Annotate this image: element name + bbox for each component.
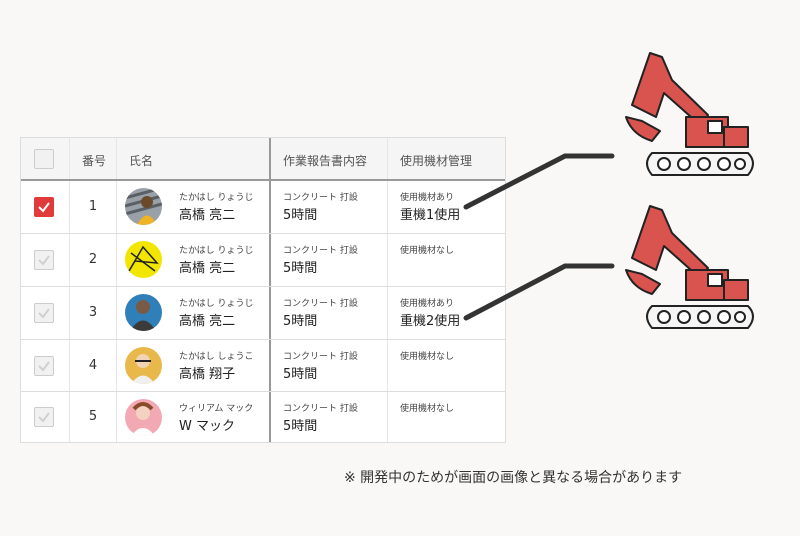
name-kanji: 高橋 亮二 — [179, 261, 236, 276]
row-number: 3 — [88, 305, 98, 320]
name-kana: たかはし りょうじ — [179, 246, 254, 256]
material-status: 使用機材なし — [400, 352, 455, 362]
report-cell[interactable]: コンクリート 打設 5時間 — [269, 181, 387, 233]
row-checkbox[interactable] — [34, 250, 54, 270]
name-kana: ウィリアム マック — [179, 404, 254, 414]
material-detail: 重機1使用 — [400, 208, 461, 223]
check-icon — [38, 308, 50, 319]
report-value: 5時間 — [283, 314, 318, 329]
report-cell[interactable]: コンクリート 打設 5時間 — [269, 340, 387, 391]
material-cell[interactable]: 使用機材あり 重機1使用 — [387, 181, 505, 233]
avatar — [125, 347, 162, 384]
name-kanji: 高橋 翔子 — [179, 367, 236, 382]
table-header: 番号 氏名 作業報告書内容 使用機材管理 — [21, 138, 505, 181]
report-value: 5時間 — [283, 419, 318, 434]
header-material: 使用機材管理 — [400, 154, 473, 168]
table-row[interactable]: 3 たかはし りょうじ 高橋 亮二 コンクリート 打設 5時間 使用機材あり 重… — [21, 287, 505, 340]
material-status: 使用機材あり — [400, 193, 455, 203]
worker-table: 番号 氏名 作業報告書内容 使用機材管理 1 — [20, 137, 506, 443]
row-number: 2 — [88, 252, 98, 267]
row-number: 4 — [88, 358, 98, 373]
excavator-icon — [625, 52, 754, 176]
material-detail: 重機2使用 — [400, 314, 461, 329]
header-number: 番号 — [82, 154, 107, 168]
report-title: コンクリート 打設 — [283, 352, 358, 362]
report-value: 5時間 — [283, 261, 318, 276]
excavator-icon — [625, 205, 754, 329]
check-icon — [38, 361, 50, 372]
name-kanji: 高橋 亮二 — [179, 208, 236, 223]
row-number: 1 — [88, 199, 98, 214]
material-cell[interactable]: 使用機材なし — [387, 340, 505, 391]
table-row[interactable]: 1 たかはし りょうじ 高橋 亮二 コンクリート 打設 5時間 使用機材あり 重… — [21, 181, 505, 234]
report-cell[interactable]: コンクリート 打設 5時間 — [269, 234, 387, 286]
report-cell[interactable]: コンクリート 打設 5時間 — [269, 287, 387, 339]
check-icon — [38, 202, 50, 213]
name-kanji: W マック — [179, 419, 235, 434]
report-cell[interactable]: コンクリート 打設 5時間 — [269, 392, 387, 442]
material-status: 使用機材あり — [400, 299, 455, 309]
table-row[interactable]: 2 たかはし りょうじ 高橋 亮二 コンクリート 打設 5時間 使用機材なし — [21, 234, 505, 287]
select-all-checkbox[interactable] — [34, 149, 54, 169]
header-name: 氏名 — [129, 154, 154, 168]
avatar — [125, 294, 162, 331]
material-status: 使用機材なし — [400, 246, 455, 256]
row-number: 5 — [88, 409, 98, 424]
check-icon — [38, 412, 50, 423]
report-title: コンクリート 打設 — [283, 246, 358, 256]
row-checkbox[interactable] — [34, 197, 54, 217]
material-cell[interactable]: 使用機材なし — [387, 234, 505, 286]
name-kana: たかはし りょうじ — [179, 299, 254, 309]
row-checkbox[interactable] — [34, 356, 54, 376]
name-kanji: 高橋 亮二 — [179, 314, 236, 329]
material-status: 使用機材なし — [400, 404, 455, 414]
material-cell[interactable]: 使用機材あり 重機2使用 — [387, 287, 505, 339]
table-row[interactable]: 5 ウィリアム マック W マック コンクリート 打設 5時間 使用機材なし — [21, 392, 505, 442]
report-title: コンクリート 打設 — [283, 404, 358, 414]
avatar — [125, 399, 162, 436]
report-value: 5時間 — [283, 208, 318, 223]
report-title: コンクリート 打設 — [283, 193, 358, 203]
report-title: コンクリート 打設 — [283, 299, 358, 309]
development-note: ※ 開発中のためが画面の画像と異なる場合があります — [344, 470, 683, 486]
check-icon — [38, 255, 50, 266]
report-value: 5時間 — [283, 367, 318, 382]
name-kana: たかはし しょうこ — [179, 352, 254, 362]
avatar — [125, 188, 162, 225]
row-checkbox[interactable] — [34, 303, 54, 323]
header-report: 作業報告書内容 — [283, 154, 368, 168]
name-kana: たかはし りょうじ — [179, 193, 254, 203]
material-cell[interactable]: 使用機材なし — [387, 392, 505, 442]
table-row[interactable]: 4 たかはし しょうこ 高橋 翔子 コンクリート 打設 5時間 使用機材なし — [21, 340, 505, 392]
row-checkbox[interactable] — [34, 407, 54, 427]
avatar — [125, 241, 162, 278]
